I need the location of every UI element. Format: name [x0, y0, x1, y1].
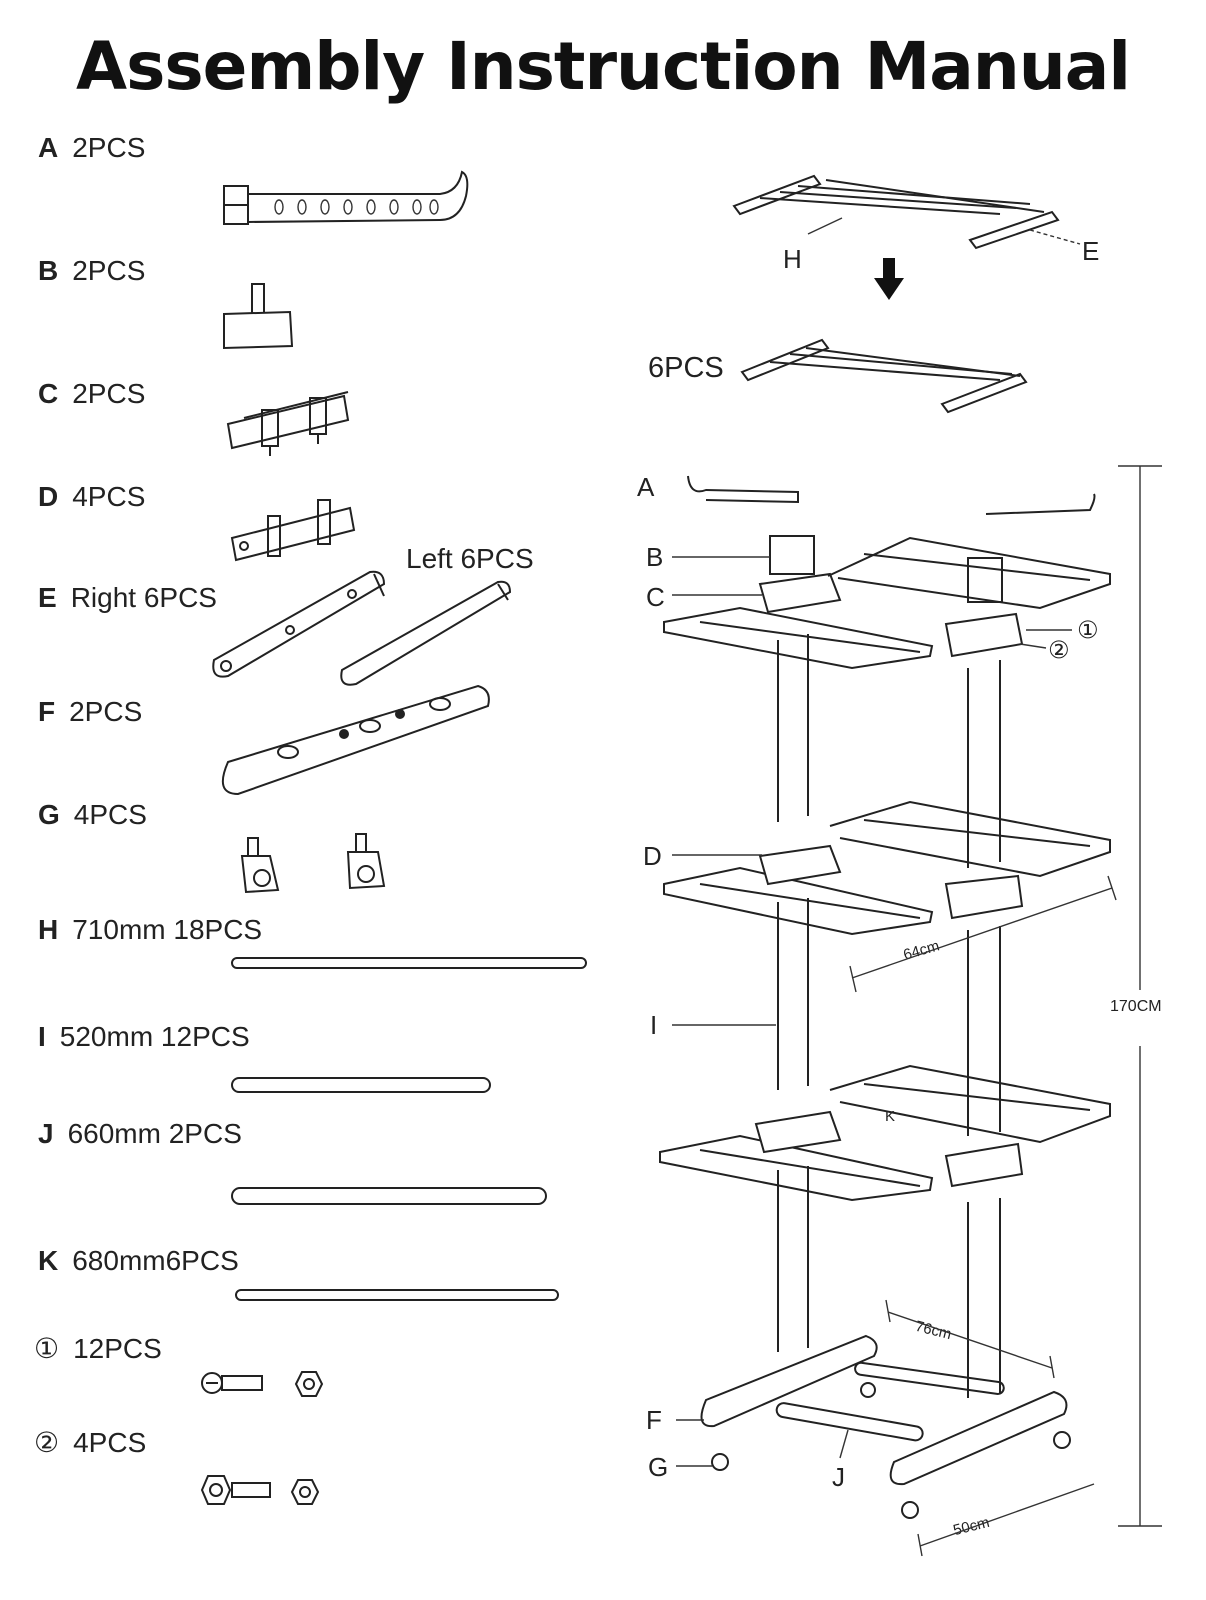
shelf-6pcs-drawing: [740, 338, 1028, 414]
dim-height-170: 170CM: [1110, 998, 1162, 1015]
tower-assembly-drawing: [659, 465, 1162, 1557]
part-f-drawing: [221, 684, 490, 796]
label-a: A: [637, 472, 655, 502]
tube-drawings: [231, 957, 587, 1301]
label-h: H: [783, 244, 802, 274]
down-arrow-icon: [874, 258, 904, 300]
label-g: G: [648, 1452, 669, 1482]
label-d: D: [643, 841, 662, 871]
part-g-drawing: [240, 833, 386, 894]
label-e: E: [1082, 236, 1100, 266]
label-k: K: [885, 1108, 896, 1125]
screw-drawings: [200, 1371, 324, 1505]
label-c: C: [646, 582, 665, 612]
label-screw-1: ①: [1077, 617, 1099, 644]
label-i: I: [650, 1010, 658, 1040]
part-e-left-label: Left 6PCS: [406, 543, 534, 574]
label-j: J: [832, 1462, 845, 1492]
top-shelf-drawing: [732, 174, 1081, 250]
part-b-drawing: [223, 283, 294, 350]
shelf-count-label: 6PCS: [648, 352, 724, 384]
part-d-drawing: [230, 499, 356, 562]
part-e-drawing: [212, 570, 512, 686]
label-b: B: [646, 542, 664, 572]
part-a-drawing: [223, 170, 469, 225]
label-screw-2: ②: [1048, 637, 1070, 664]
label-f: F: [646, 1405, 662, 1435]
part-c-drawing: [226, 391, 350, 456]
page-title: Assembly Instruction Manual: [76, 28, 1131, 105]
